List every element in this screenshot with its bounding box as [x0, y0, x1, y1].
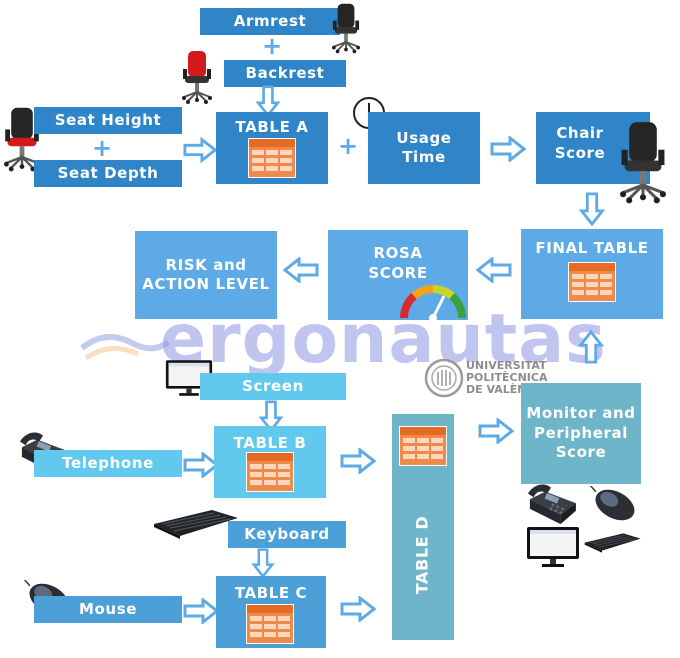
table-c-label: TABLE C	[234, 584, 308, 602]
arrow-left-icon	[476, 257, 512, 283]
arrow-left-icon	[283, 257, 319, 283]
university-seal-icon	[424, 358, 464, 398]
arrow-up-icon	[578, 330, 604, 364]
table-grid-icon	[248, 138, 296, 178]
risk-label-2: ACTION LEVEL	[142, 275, 270, 293]
mouse-label: Mouse	[78, 599, 137, 618]
plus-sign: +	[262, 32, 283, 60]
arrow-right-icon	[478, 418, 514, 444]
red-backrest-chair-icon	[182, 50, 212, 104]
arrow-right-icon	[183, 598, 219, 624]
monitor-label-3: Score	[555, 443, 607, 462]
monitor-peripheral-score-box: Monitor and Peripheral Score	[521, 383, 641, 484]
backrest-label: Backrest	[245, 63, 325, 82]
final-table-label: FINAL TABLE	[535, 239, 649, 257]
screen-box: Screen	[200, 373, 346, 400]
plus-sign: +	[338, 132, 359, 160]
chair-score-label-1: Chair	[556, 124, 604, 142]
mouse-box: Mouse	[34, 596, 182, 623]
office-chair-icon	[620, 116, 666, 208]
screen-label: Screen	[242, 376, 304, 395]
arrow-right-icon	[340, 448, 376, 474]
armrest-label: Armrest	[233, 11, 307, 30]
table-a-label: TABLE A	[235, 118, 309, 136]
arrow-right-icon	[183, 137, 217, 163]
table-b-label: TABLE B	[233, 434, 307, 452]
office-chair-icon	[332, 2, 360, 54]
backrest-box: Backrest	[224, 60, 346, 87]
desk-phone-icon	[522, 482, 580, 528]
wave-logo-icon	[80, 334, 170, 361]
mouse-icon	[590, 486, 638, 524]
keyboard-box: Keyboard	[228, 521, 346, 548]
monitor-label-1: Monitor and	[526, 404, 636, 423]
armrest-box: Armrest	[200, 8, 340, 35]
chair-score-label-2: Score	[554, 143, 606, 162]
table-d-label: TABLE D	[412, 515, 432, 595]
monitor-label-2: Peripheral	[534, 423, 628, 442]
arrow-down-icon	[250, 548, 276, 578]
risk-label-1: RISK and	[165, 255, 247, 274]
plus-sign: +	[92, 134, 113, 162]
table-grid-icon	[568, 262, 616, 302]
table-grid-icon	[246, 604, 294, 644]
table-grid-icon	[398, 426, 448, 466]
monitor-icon	[526, 526, 580, 568]
keyboard-icon	[582, 530, 642, 554]
arrow-right-icon	[340, 596, 376, 622]
seat-height-label: Seat Height	[54, 110, 162, 129]
risk-action-level-box: RISK and ACTION LEVEL	[135, 231, 277, 319]
table-d-label-wrap: TABLE D	[392, 470, 454, 640]
seat-depth-label: Seat Depth	[57, 163, 159, 182]
rosa-score-box: ROSA SCORE	[328, 230, 468, 320]
keyboard-icon	[150, 506, 240, 540]
usage-time-label-1: Usage	[396, 128, 452, 147]
seat-depth-box: Seat Depth	[34, 160, 182, 187]
gauge-icon	[399, 284, 467, 322]
seat-height-box: Seat Height	[34, 107, 182, 134]
usage-time-box: Usage Time	[368, 112, 480, 184]
rosa-score-label-1: ROSA	[373, 244, 423, 262]
university-line-2: POLITÈCNICA	[466, 371, 548, 384]
university-line-1: UNIVERSITAT	[466, 359, 547, 372]
arrow-right-icon	[490, 136, 526, 162]
usage-time-label-2: Time	[402, 148, 446, 166]
telephone-label: Telephone	[62, 453, 154, 472]
keyboard-label: Keyboard	[244, 524, 330, 543]
telephone-box: Telephone	[34, 450, 182, 477]
arrow-down-icon	[578, 192, 606, 226]
table-grid-icon	[246, 452, 294, 492]
rosa-score-label-2: SCORE	[368, 263, 428, 282]
